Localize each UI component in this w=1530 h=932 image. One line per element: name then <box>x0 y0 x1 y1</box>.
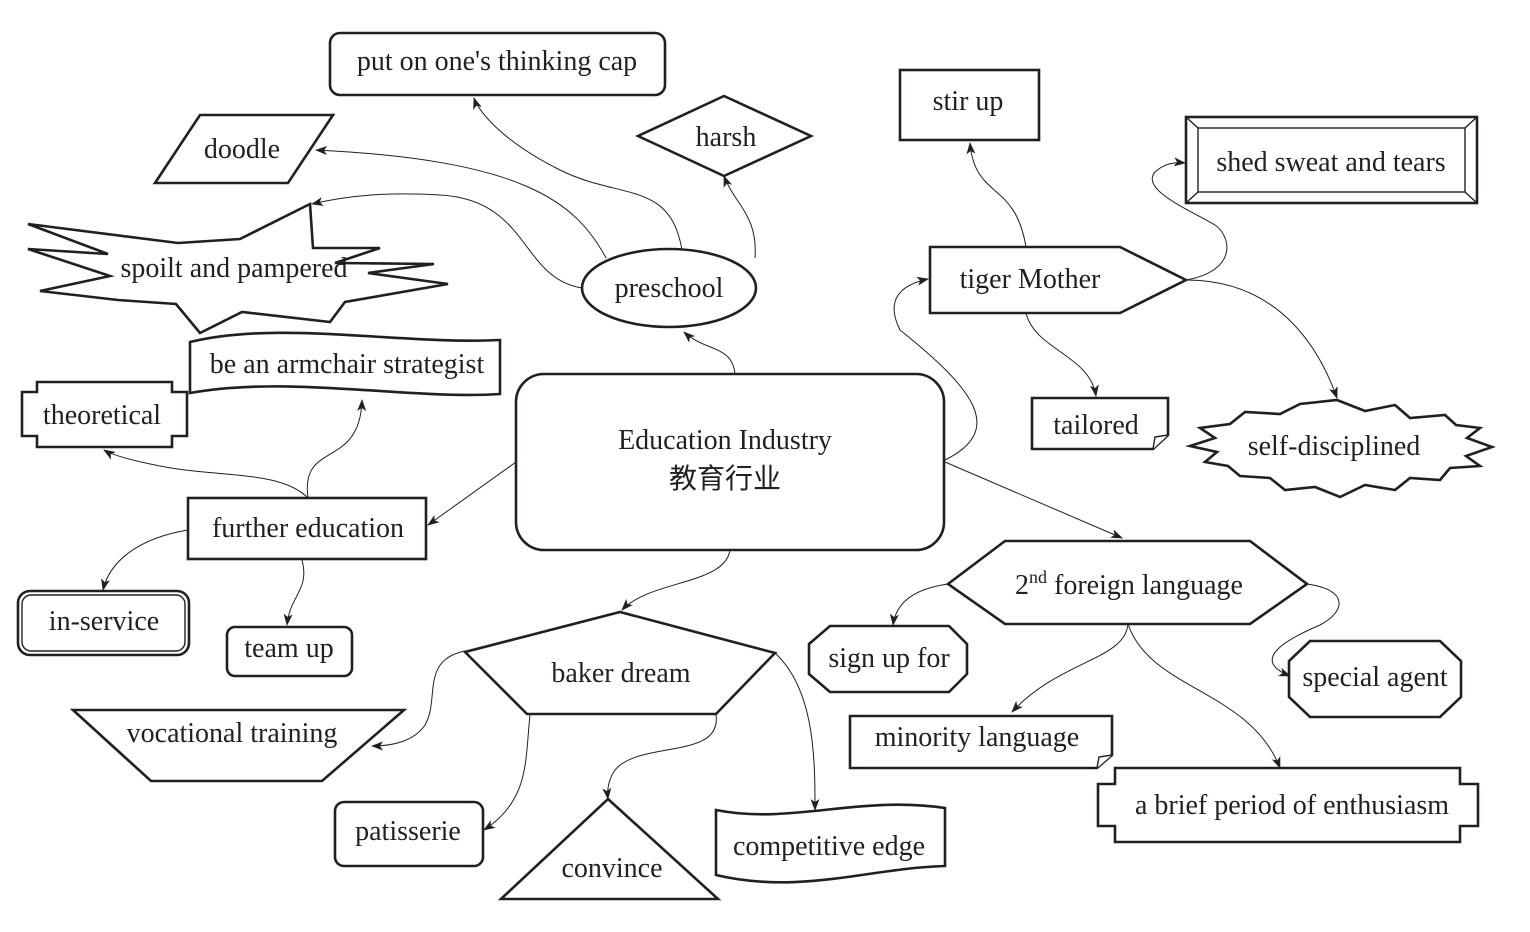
foreign-language-text: foreign language <box>1054 570 1243 601</box>
edge-baker-vocational <box>371 650 466 751</box>
node-stir-up[interactable]: stir up <box>898 68 1041 142</box>
edge-baker-convince <box>602 714 717 800</box>
node-theoretical[interactable]: theoretical <box>20 380 189 449</box>
node-doodle-label: doodle <box>204 134 280 165</box>
node-self-disciplined-label: self-disciplined <box>1248 431 1421 462</box>
node-further-education[interactable]: further education <box>186 496 428 561</box>
connector-lines <box>101 97 1340 831</box>
edge-foreign-special <box>1271 583 1340 677</box>
node-minority[interactable]: minority language <box>848 714 1114 770</box>
node-in-service-label: in-service <box>49 606 159 637</box>
edge-preschool-spoilt <box>311 193 583 289</box>
node-preschool-label: preschool <box>615 273 724 304</box>
edge-baker-competitive <box>774 652 820 811</box>
node-special-agent-label: special agent <box>1302 662 1448 693</box>
edge-center-further-education <box>427 461 517 526</box>
node-self-disciplined[interactable]: self-disciplined <box>1185 398 1496 499</box>
edge-tiger-self <box>1185 279 1338 399</box>
edge-tiger-shed <box>1151 157 1228 281</box>
node-baker-dream-label: baker dream <box>551 658 690 689</box>
node-sign-up[interactable]: sign up for <box>807 624 969 694</box>
node-competitive-label: competitive edge <box>733 831 925 862</box>
edge-further-theoretical <box>103 449 309 499</box>
edge-preschool-thinking-cap <box>473 97 683 251</box>
edge-foreign-minority <box>1011 623 1129 713</box>
center-title-cn: 教育行业 <box>669 462 781 495</box>
node-brief-period[interactable]: a brief period of enthusiasm <box>1096 766 1480 844</box>
edge-baker-patisserie <box>483 714 531 831</box>
node-shed-sweat-label: shed sweat and tears <box>1216 147 1445 178</box>
node-foreign-language[interactable]: 2nd foreign language <box>945 539 1310 626</box>
node-tailored[interactable]: tailored <box>1030 396 1170 451</box>
node-preschool[interactable]: preschool <box>580 247 758 329</box>
node-stir-up-label: stir up <box>933 86 1004 117</box>
node-armchair[interactable]: be an armchair strategist <box>188 331 502 397</box>
node-vocational-label: vocational training <box>127 718 338 749</box>
edge-center-preschool <box>683 331 736 375</box>
foreign-language-superscript: nd <box>1029 567 1047 587</box>
node-sign-up-label: sign up for <box>828 643 950 674</box>
node-shed-sweat[interactable]: shed sweat and tears <box>1184 115 1479 205</box>
foreign-language-number: 2 <box>1015 570 1029 601</box>
node-thinking-cap-label: put on one's thinking cap <box>357 46 637 77</box>
edge-center-foreign <box>944 461 1123 539</box>
edge-further-armchair <box>306 399 367 499</box>
edge-tiger-tailored <box>1025 312 1099 397</box>
node-vocational[interactable]: vocational training <box>69 708 408 783</box>
node-special-agent[interactable]: special agent <box>1287 639 1463 719</box>
center-node[interactable]: Education Industry 教育行业 <box>514 372 946 552</box>
node-tiger-mother[interactable]: tiger Mother <box>928 245 1189 315</box>
node-tiger-mother-label: tiger Mother <box>960 264 1101 295</box>
node-baker-dream[interactable]: baker dream <box>462 610 778 716</box>
center-title-en: Education Industry <box>618 425 832 456</box>
edge-preschool-doodle <box>315 146 607 259</box>
node-convince[interactable]: convince <box>497 797 722 901</box>
node-thinking-cap[interactable]: put on one's thinking cap <box>328 31 667 97</box>
edge-tiger-stir-up <box>966 142 1027 248</box>
node-brief-period-label: a brief period of enthusiasm <box>1135 790 1449 821</box>
node-convince-label: convince <box>561 853 662 884</box>
node-team-up-label: team up <box>244 633 333 664</box>
node-patisserie[interactable]: patisserie <box>333 800 485 868</box>
edge-foreign-brief <box>1127 623 1281 769</box>
node-tailored-label: tailored <box>1053 410 1139 441</box>
node-foreign-language-label: 2nd foreign language <box>1015 567 1243 601</box>
edge-further-in-service <box>101 529 189 591</box>
node-further-education-label: further education <box>212 513 404 544</box>
node-harsh-label: harsh <box>696 122 757 153</box>
node-spoilt[interactable]: spoilt and pampered <box>27 201 449 335</box>
edge-further-team-up <box>283 559 305 626</box>
node-armchair-label: be an armchair strategist <box>210 349 485 380</box>
node-team-up[interactable]: team up <box>225 625 354 678</box>
node-harsh[interactable]: harsh <box>634 94 815 178</box>
edge-center-tiger <box>893 276 978 461</box>
node-theoretical-label: theoretical <box>43 400 161 431</box>
node-doodle[interactable]: doodle <box>152 113 336 185</box>
node-competitive[interactable]: competitive edge <box>714 803 947 884</box>
node-in-service[interactable]: in-service <box>16 589 191 657</box>
node-spoilt-label: spoilt and pampered <box>120 253 347 284</box>
node-patisserie-label: patisserie <box>355 816 461 847</box>
edge-preschool-harsh <box>723 175 756 259</box>
edge-foreign-sign-up <box>889 583 949 626</box>
node-minority-label: minority language <box>875 722 1080 753</box>
edge-center-baker <box>621 549 731 611</box>
